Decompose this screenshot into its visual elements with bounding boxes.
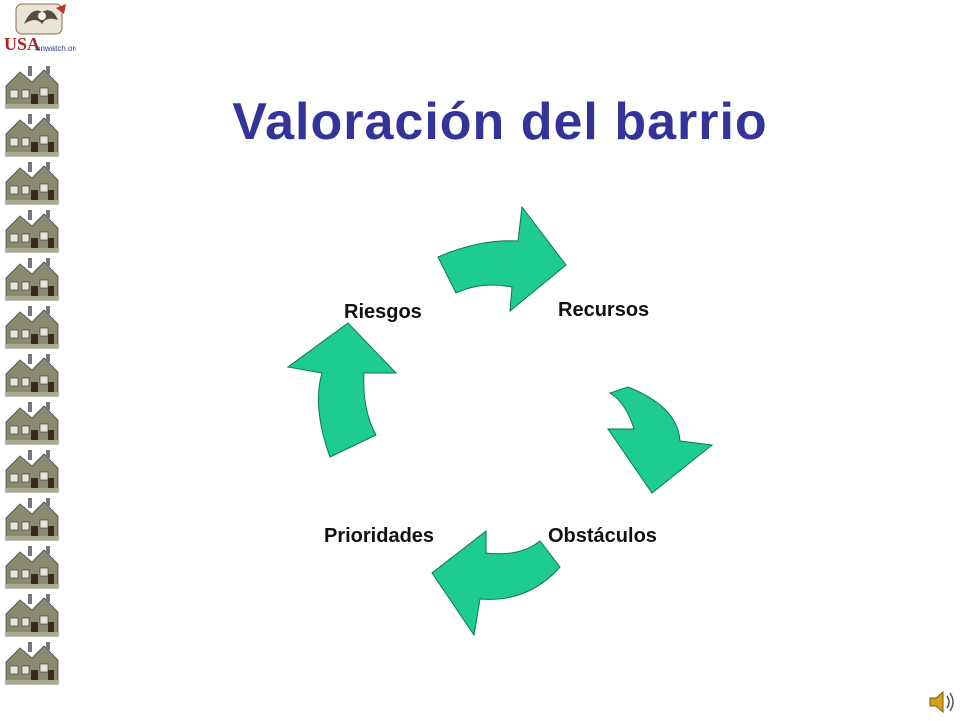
house-icon	[2, 544, 60, 589]
house-icon	[2, 496, 60, 541]
house-icon	[2, 304, 60, 349]
logo-domain: onwatch.org	[36, 44, 76, 53]
slide-title: Valoración del barrio	[232, 93, 768, 151]
house-icon	[2, 256, 60, 301]
usa-onwatch-logo: USA onwatch.org	[2, 2, 80, 58]
speaker-icon[interactable]	[926, 688, 958, 716]
house-column	[2, 64, 62, 688]
arrow-obstaculos-prioridades	[431, 529, 561, 637]
node-riesgos: Riesgos	[344, 301, 422, 323]
house-icon	[2, 208, 60, 253]
house-icon	[2, 160, 60, 205]
cycle-diagram: Recursos Obstáculos Prioridades Riesgos	[260, 195, 740, 655]
node-recursos: Recursos	[558, 299, 650, 321]
logo-mark: USA	[4, 34, 40, 54]
house-icon	[2, 112, 60, 157]
node-obstaculos: Obstáculos	[548, 525, 657, 547]
house-icon	[2, 352, 60, 397]
house-icon	[2, 640, 60, 685]
arrow-riesgos-recursos	[437, 205, 567, 313]
node-prioridades: Prioridades	[324, 525, 435, 547]
house-icon	[2, 448, 60, 493]
arrow-prioridades-riesgos	[286, 322, 398, 458]
arrow-recursos-obstaculos	[607, 386, 714, 494]
house-icon	[2, 592, 60, 637]
house-icon	[2, 64, 60, 109]
house-icon	[2, 400, 60, 445]
